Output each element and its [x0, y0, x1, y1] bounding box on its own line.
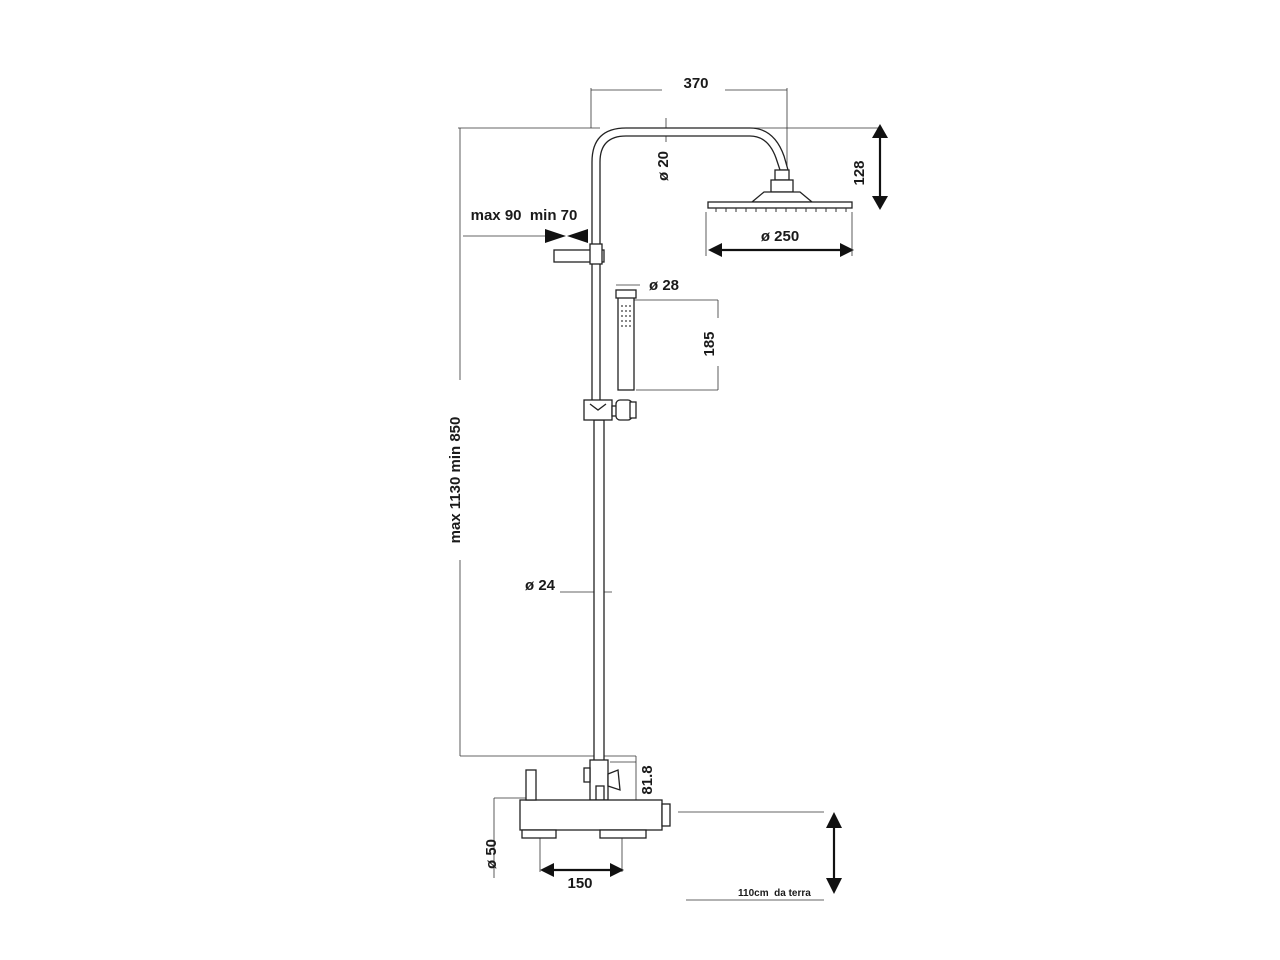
hand-shower-length-label: 185: [701, 331, 718, 356]
diverter-height-label: 81.8: [639, 765, 656, 794]
column-height-label: max 1130 min 850: [447, 417, 464, 544]
mixer-body: [519, 769, 671, 839]
hand-shower-diameter-label: ø 28: [649, 277, 679, 294]
dimension-arrows: [540, 124, 888, 894]
head-diameter-label: ø 250: [761, 228, 799, 245]
arm-diameter-label: ø 20: [655, 151, 672, 181]
shower-head: [707, 201, 853, 209]
floor-height-label: 110cm da terra: [738, 888, 811, 899]
shower-column: [519, 127, 853, 839]
support-range-label: max 90 min 70: [471, 207, 578, 224]
column-diameter-label: ø 24: [525, 577, 556, 594]
mixer-width-label: 150: [567, 875, 592, 892]
diverter: [583, 759, 621, 801]
sliding-holder: [583, 399, 637, 421]
head-height-label: 128: [851, 160, 868, 185]
knob-diameter-label: ø 50: [483, 839, 500, 869]
arm-length-label: 370: [683, 75, 708, 92]
shower-head-nozzles: [715, 208, 847, 212]
